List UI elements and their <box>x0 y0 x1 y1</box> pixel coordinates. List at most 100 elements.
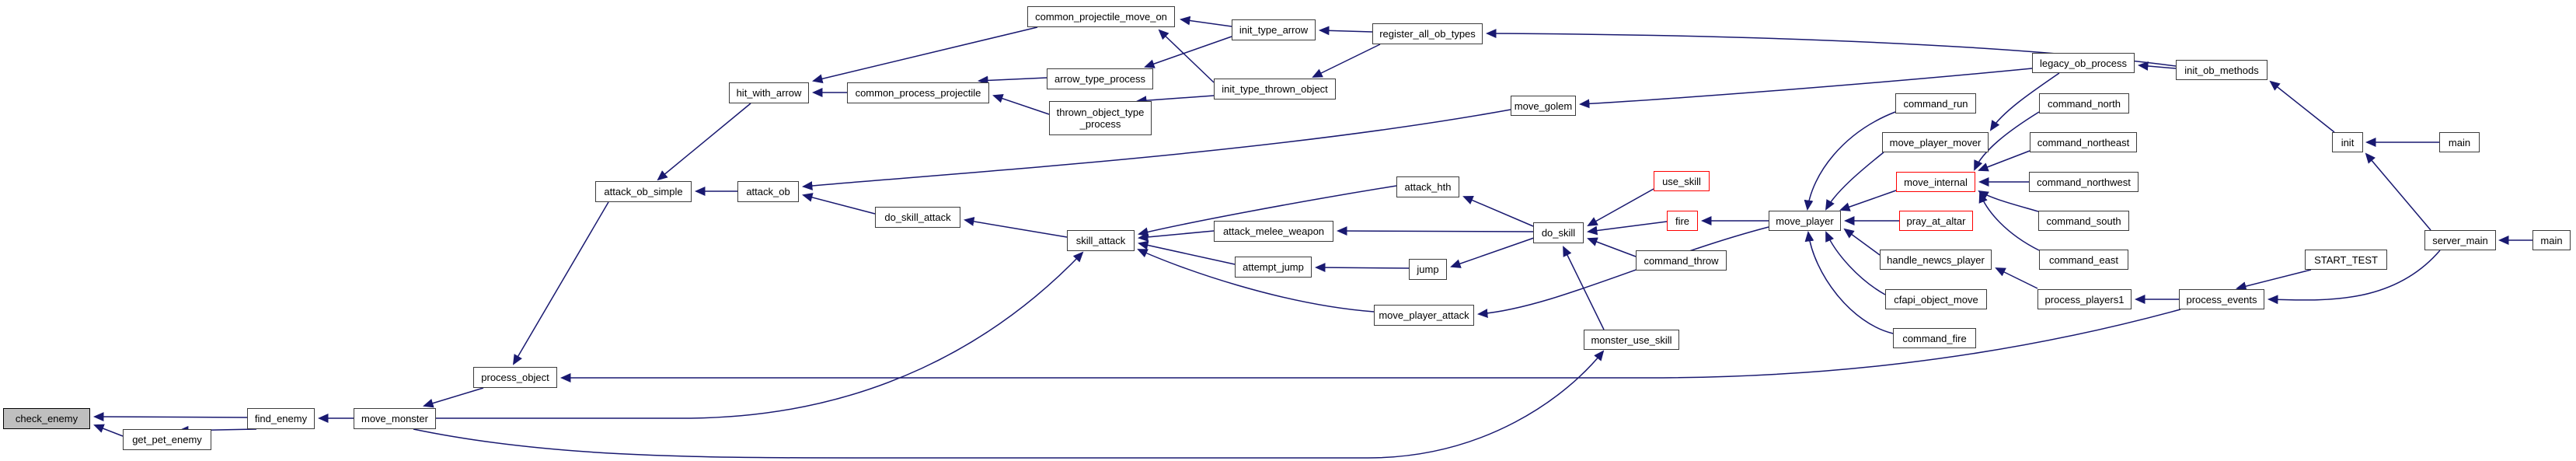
graph-node-label: move_monster <box>361 413 428 424</box>
edge-move_player_attack-to-skill_attack <box>1137 249 1375 313</box>
edge-do_skill-to-jump <box>1450 237 1535 268</box>
graph-node-label: hit_with_arrow <box>736 87 802 99</box>
graph-node-register_all_ob_types[interactable]: register_all_ob_types <box>1372 23 1483 44</box>
edge-init_type_thrown_object-to-thrown_object_type_process <box>1135 95 1215 106</box>
edge-do_skill-to-attack_hth <box>1462 196 1534 227</box>
graph-node-common_projectile_move_on[interactable]: common_projectile_move_on <box>1027 6 1175 27</box>
graph-node-main_1[interactable]: main <box>2439 132 2480 152</box>
graph-node-label: attempt_jump <box>1243 261 1304 273</box>
graph-node-label: move_player_mover <box>1889 136 1982 148</box>
edge-command_run-to-move_player <box>1804 111 1896 211</box>
edge-arrow_type_process-to-common_process_projectile <box>977 75 1047 86</box>
edge-common_projectile_move_on-to-hit_with_arrow <box>812 26 1038 84</box>
graph-node-label: skill_attack <box>1075 235 1126 246</box>
graph-node-skill_attack[interactable]: skill_attack <box>1067 230 1135 251</box>
graph-node-attack_hth[interactable]: attack_hth <box>1396 176 1459 197</box>
graph-node-label: attack_ob <box>746 186 790 197</box>
graph-node-label: common_process_projectile <box>855 87 981 99</box>
graph-node-move_monster[interactable]: move_monster <box>354 408 436 429</box>
graph-node-pray_at_altar[interactable]: pray_at_altar <box>1899 211 1973 231</box>
graph-node-jump[interactable]: jump <box>1409 259 1447 280</box>
edge-move_monster-to-skill_attack <box>436 251 1084 419</box>
graph-node-label: monster_use_skill <box>1591 334 1672 346</box>
graph-node-label: arrow_type_process <box>1054 73 1146 85</box>
graph-node-label: init_ob_methods <box>2184 64 2259 76</box>
edge-handle_newcs_player-to-move_player <box>1843 228 1881 256</box>
graph-node-label: legacy_ob_process <box>2039 57 2128 69</box>
graph-node-command_north[interactable]: command_north <box>2039 93 2129 114</box>
graph-node-command_northeast[interactable]: command_northeast <box>2030 132 2137 152</box>
graph-node-move_internal[interactable]: move_internal <box>1896 172 1975 192</box>
edge-move_player_mover-to-move_player <box>1825 152 1884 211</box>
edge-move_golem-to-attack_ob <box>801 109 1511 190</box>
graph-node-get_pet_enemy[interactable]: get_pet_enemy <box>123 429 211 450</box>
edge-server_main-to-process_events <box>2267 250 2441 305</box>
graph-node-START_TEST[interactable]: START_TEST <box>2305 250 2387 270</box>
graph-node-do_skill[interactable]: do_skill <box>1533 222 1584 243</box>
graph-node-label: register_all_ob_types <box>1379 28 1476 40</box>
graph-node-main_2[interactable]: main <box>2532 230 2571 250</box>
graph-node-init_ob_methods[interactable]: init_ob_methods <box>2176 60 2268 80</box>
graph-node-attack_melee_weapon[interactable]: attack_melee_weapon <box>1214 221 1333 242</box>
graph-node-legacy_ob_process[interactable]: legacy_ob_process <box>2032 53 2135 73</box>
graph-node-use_skill[interactable]: use_skill <box>1654 171 1710 191</box>
graph-node-server_main[interactable]: server_main <box>2424 230 2496 250</box>
graph-node-label: command_east <box>2049 253 2118 266</box>
graph-node-hit_with_arrow[interactable]: hit_with_arrow <box>729 82 809 103</box>
graph-node-command_northwest[interactable]: command_northwest <box>2029 172 2139 192</box>
graph-node-attack_ob_simple[interactable]: attack_ob_simple <box>595 181 692 202</box>
graph-node-init_type_arrow[interactable]: init_type_arrow <box>1232 19 1316 40</box>
edge-attack_ob_simple-to-process_object <box>512 201 609 365</box>
graph-node-process_players1[interactable]: process_players1 <box>2037 289 2132 309</box>
edge-process_players1-to-handle_newcs_player <box>1995 267 2038 289</box>
graph-node-label: command_north <box>2048 97 2121 110</box>
graph-node-label: process_players1 <box>2044 293 2125 306</box>
graph-node-label: command_throw <box>1644 254 1719 267</box>
graph-node-label: get_pet_enemy <box>132 434 202 445</box>
graph-node-command_south[interactable]: command_south <box>2038 211 2129 231</box>
graph-node-command_fire[interactable]: command_fire <box>1893 328 1976 348</box>
edge-move_monster-to-monster_use_skill <box>413 350 1605 459</box>
edge-init-to-init_ob_methods <box>2269 80 2335 133</box>
graph-node-fire[interactable]: fire <box>1667 211 1698 231</box>
edge-init_type_thrown_object-to-common_projectile_move_on <box>1158 29 1215 83</box>
graph-node-attempt_jump[interactable]: attempt_jump <box>1235 257 1312 278</box>
graph-node-command_run[interactable]: command_run <box>1895 93 1976 114</box>
graph-node-move_player_mover[interactable]: move_player_mover <box>1882 132 1989 152</box>
edge-hit_with_arrow-to-attack_ob_simple <box>657 103 751 181</box>
graph-node-process_object[interactable]: process_object <box>473 367 557 388</box>
graph-node-label: command_fire <box>1902 332 1967 344</box>
graph-node-process_events[interactable]: process_events <box>2179 289 2264 309</box>
graph-node-move_player_attack[interactable]: move_player_attack <box>1374 305 1474 326</box>
graph-node-move_player[interactable]: move_player <box>1769 211 1841 231</box>
edge-server_main-to-init <box>2365 152 2431 231</box>
graph-node-handle_newcs_player[interactable]: handle_newcs_player <box>1880 250 1992 270</box>
edge-do_skill_attack-to-attack_ob <box>802 193 876 215</box>
graph-node-arrow_type_process[interactable]: arrow_type_process <box>1047 68 1153 89</box>
graph-node-label: init_type_arrow <box>1239 24 1309 36</box>
graph-node-monster_use_skill[interactable]: monster_use_skill <box>1584 330 1679 350</box>
edge-init_type_arrow-to-common_projectile_move_on <box>1179 16 1232 27</box>
edge-cfapi_object_move-to-move_player <box>1825 231 1886 295</box>
edge-command_east-to-move_internal <box>1978 192 2040 251</box>
edge-use_skill-to-do_skill <box>1587 188 1654 226</box>
graph-node-init[interactable]: init <box>2332 132 2363 152</box>
graph-node-init_type_thrown_object[interactable]: init_type_thrown_object <box>1214 79 1336 100</box>
graph-node-attack_ob[interactable]: attack_ob <box>737 181 799 202</box>
edge-START_TEST-to-process_events <box>2236 269 2312 291</box>
graph-node-command_throw[interactable]: command_throw <box>1636 250 1727 271</box>
graph-node-do_skill_attack[interactable]: do_skill_attack <box>875 207 960 228</box>
graph-node-label: init <box>2341 136 2355 148</box>
graph-node-move_golem[interactable]: move_golem <box>1511 96 1576 116</box>
graph-node-thrown_object_type_process[interactable]: thrown_object_type _process <box>1049 101 1152 135</box>
graph-node-cfapi_object_move[interactable]: cfapi_object_move <box>1885 289 1987 309</box>
graph-node-check_enemy[interactable]: check_enemy <box>3 408 90 429</box>
graph-node-label: do_skill_attack <box>884 211 951 223</box>
edge-command_fire-to-move_player <box>1804 230 1894 334</box>
graph-node-label: handle_newcs_player <box>1887 253 1985 266</box>
graph-node-label: main <box>2448 136 2471 148</box>
graph-node-find_enemy[interactable]: find_enemy <box>247 408 315 429</box>
graph-node-common_process_projectile[interactable]: common_process_projectile <box>847 82 989 103</box>
graph-node-command_east[interactable]: command_east <box>2039 250 2128 270</box>
